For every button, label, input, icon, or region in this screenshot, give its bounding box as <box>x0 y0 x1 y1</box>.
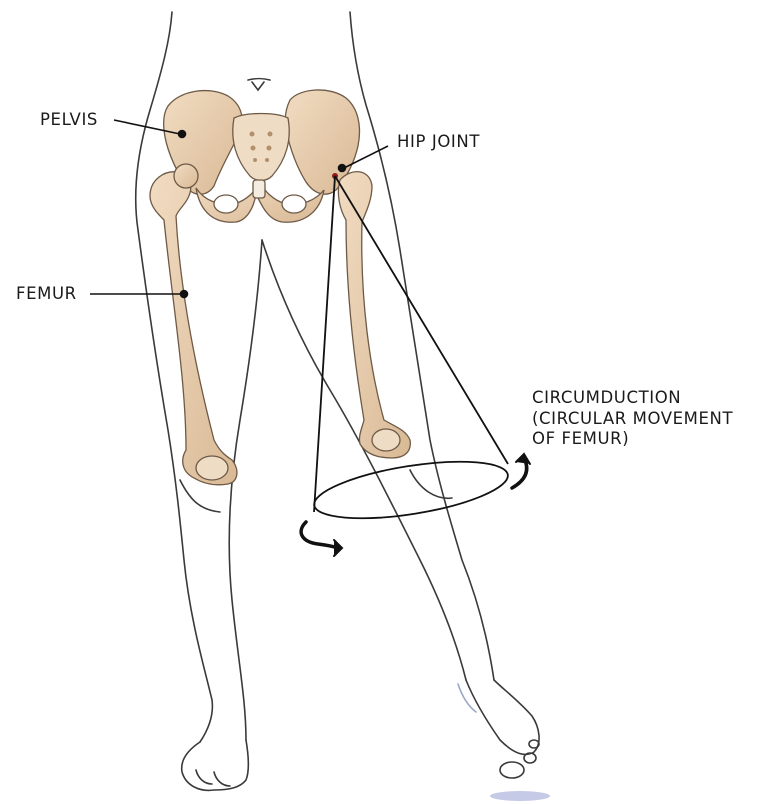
femur-label: FEMUR <box>16 284 77 304</box>
left-foot <box>182 740 249 790</box>
circumduction-label: CIRCUMDUCTION (CIRCULAR MOVEMENT OF FEMU… <box>532 388 733 450</box>
circumduction-label-line-3: OF FEMUR) <box>532 429 733 450</box>
hip-joint-label: HIP JOINT <box>397 132 480 152</box>
pelvis-bone <box>164 90 360 222</box>
foot-shadow <box>490 791 550 801</box>
pelvis-label: PELVIS <box>40 110 98 130</box>
rotation-arrow-right <box>512 454 530 488</box>
body-right-contour <box>350 12 494 680</box>
right-femur-bone <box>338 172 410 458</box>
circumduction-label-line-1: CIRCUMDUCTION <box>532 388 733 409</box>
rotation-arrow-left <box>301 522 342 556</box>
right-foot <box>466 680 539 754</box>
inner-leg-left <box>229 240 262 740</box>
circumduction-label-line-2: (CIRCULAR MOVEMENT <box>532 409 733 430</box>
circumduction-cone <box>310 176 511 529</box>
